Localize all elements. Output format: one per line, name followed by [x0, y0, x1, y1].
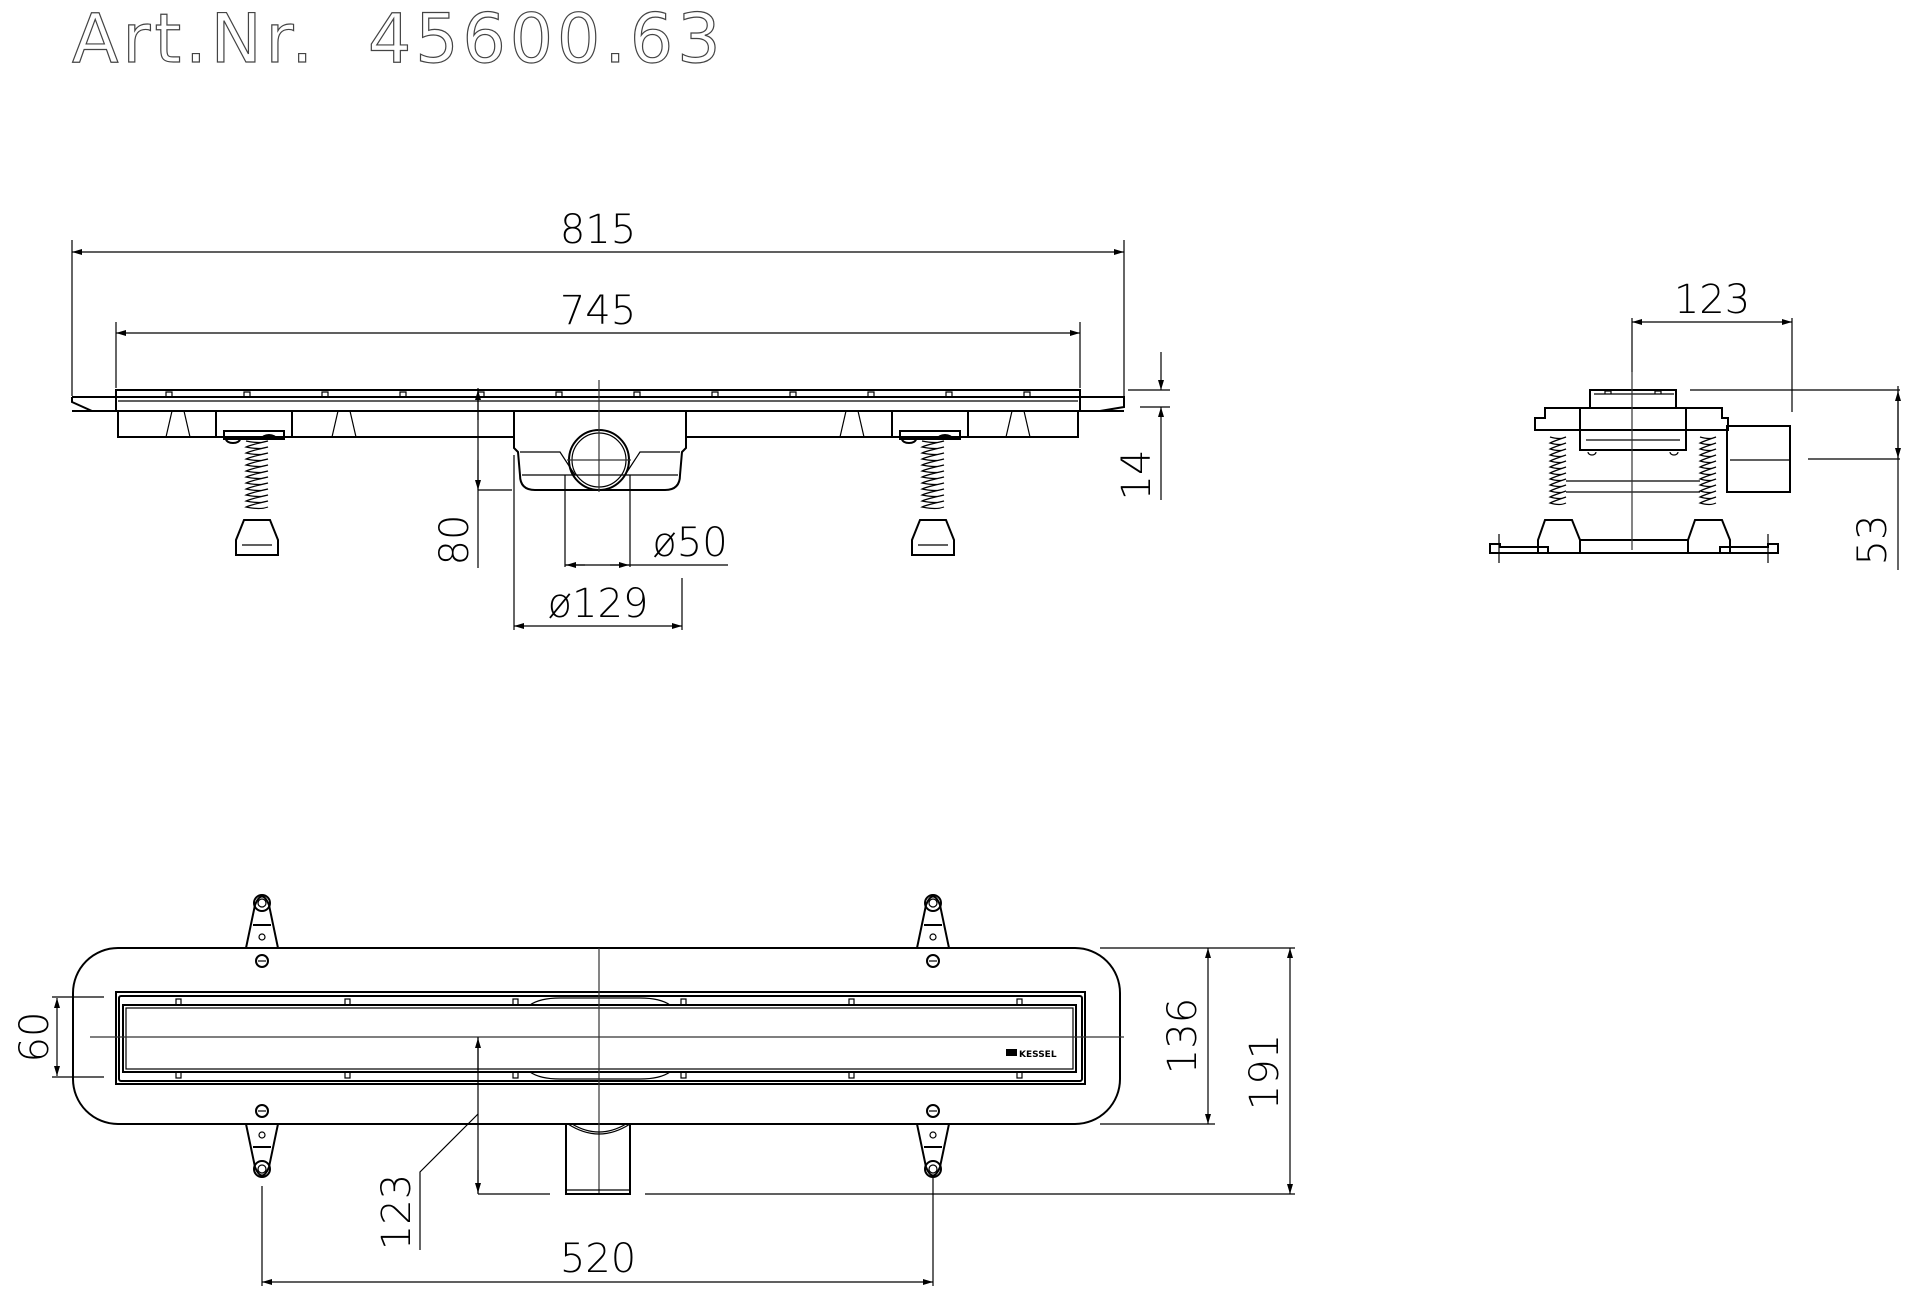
- article-label: Art.Nr.: [72, 0, 317, 79]
- dim-815: 815: [71, 207, 1125, 396]
- dim-side-53: 53: [1690, 386, 1901, 570]
- logo-text: KESSEL: [1019, 1050, 1057, 1060]
- outlet-housing: [513, 437, 687, 491]
- plan-view: KESSEL: [12, 894, 1295, 1286]
- dim-136: 136: [1100, 947, 1295, 1125]
- bracket-bottom-left: [245, 1104, 279, 1178]
- dim-60: 60: [12, 996, 104, 1078]
- bracket-top-right: [916, 894, 950, 968]
- dim-o129: ø129: [513, 455, 683, 630]
- channel-rim: [115, 389, 1081, 398]
- flange-plate: [71, 396, 1125, 412]
- leveling-foot-left: [215, 410, 293, 556]
- dim-520-text: 520: [560, 1236, 636, 1282]
- dim-745-text: 745: [560, 288, 636, 334]
- dim-o50-text: ø50: [652, 520, 727, 566]
- dim-60-text: 60: [12, 1012, 58, 1063]
- grate-clips: [165, 391, 1031, 397]
- plan-outlet: [565, 1124, 631, 1195]
- dim-o50: ø50: [564, 475, 728, 568]
- front-view: 815 745 14 80: [71, 207, 1170, 630]
- channel-outline: [115, 991, 1086, 1085]
- dim-plan-123: 123: [374, 1037, 550, 1250]
- side-view: 123 53: [1489, 277, 1901, 570]
- title-block: Art.Nr. 45600.63: [71, 0, 724, 80]
- kessel-logo: KESSEL: [1006, 1049, 1057, 1060]
- channel-body: [117, 411, 1079, 438]
- bracket-top-left: [245, 894, 279, 968]
- dim-191-text: 191: [1242, 1034, 1288, 1110]
- dim-o129-text: ø129: [548, 581, 649, 627]
- dim-side-123: 123: [1631, 277, 1793, 412]
- dim-815-text: 815: [560, 207, 636, 253]
- dim-191: 191: [645, 948, 1295, 1195]
- installation-plate: [72, 947, 1121, 1125]
- dim-80-text: 80: [432, 515, 478, 566]
- dim-136-text: 136: [1160, 998, 1206, 1074]
- dim-80: 80: [432, 388, 512, 568]
- dim-plan-123-text: 123: [374, 1174, 420, 1250]
- dim-745: 745: [115, 288, 1081, 388]
- dim-14: 14: [1114, 352, 1170, 500]
- dim-14-text: 14: [1114, 450, 1160, 501]
- dim-520: 520: [261, 1178, 934, 1286]
- dim-side-123-text: 123: [1674, 277, 1750, 323]
- dim-side-53-text: 53: [1850, 515, 1896, 566]
- article-number: 45600.63: [368, 0, 724, 79]
- bracket-bottom-right: [916, 1104, 950, 1178]
- leveling-foot-right: [891, 410, 969, 556]
- plan-clips: [175, 997, 1023, 1080]
